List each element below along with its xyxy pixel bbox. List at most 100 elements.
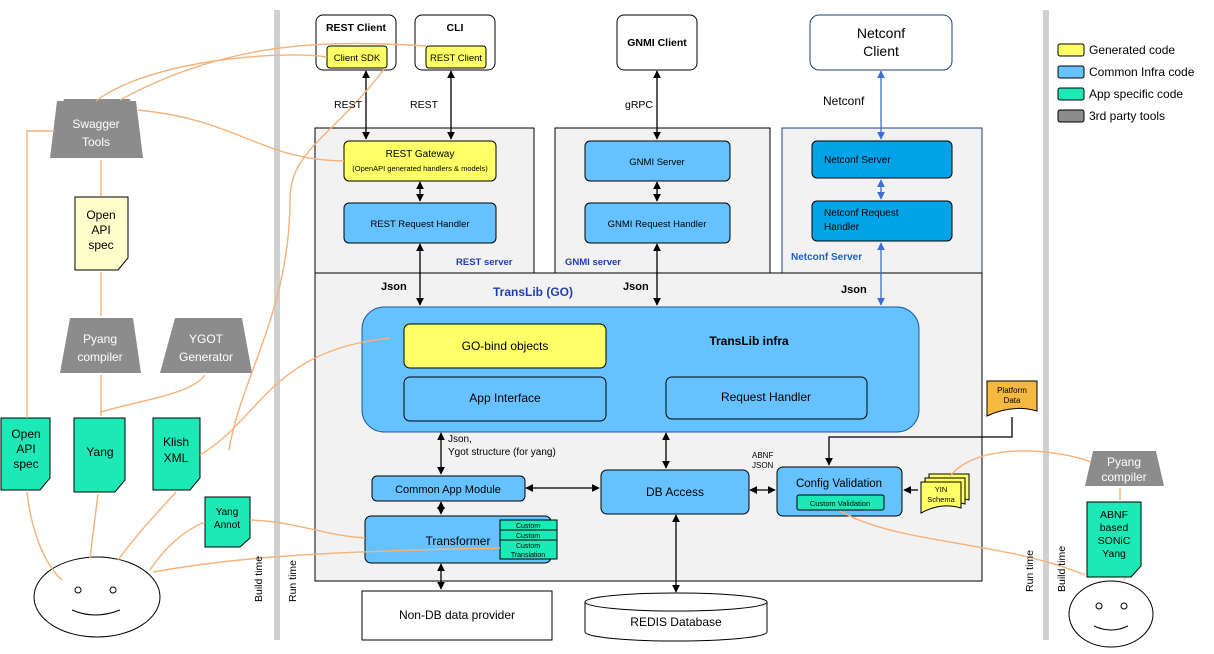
custom-label-2: Custom — [516, 533, 540, 540]
yang-annot-line1: Yang — [216, 507, 239, 518]
netconf-server-box — [811, 140, 953, 179]
gobind-objects-label: GO-bind objects — [462, 339, 549, 353]
openapi-line3: spec — [88, 238, 113, 252]
custom-translation-label: Translation — [511, 552, 545, 559]
gnmi-request-handler-label: GNMI Request Handler — [608, 219, 707, 230]
request-handler-box — [665, 376, 868, 420]
yang-label: Yang — [86, 445, 113, 459]
legend-label-app-specific: App specific code — [1089, 87, 1183, 101]
custom-label-1: Custom — [516, 523, 540, 530]
gnmi-client-title: GNMI Client — [627, 37, 687, 49]
run-time-right-label: Run time — [1024, 550, 1036, 592]
pyang-compiler-right — [1085, 451, 1164, 486]
klish-line1: Klish — [163, 435, 189, 449]
protocol-grpc: gRPC — [625, 99, 653, 111]
openapi-spec-doc — [74, 196, 129, 271]
yang-annot-line2: Annot — [214, 520, 240, 531]
pyang-right-line2: compiler — [1101, 470, 1146, 484]
cli-title: CLI — [447, 22, 464, 34]
json-label-2: Json — [623, 281, 649, 293]
netconf-request-handler-line1: Netconf Request — [824, 208, 899, 219]
rest-client-title: REST Client — [326, 22, 387, 34]
openapi2-line1: Open — [11, 427, 40, 441]
non-db-box — [361, 590, 553, 641]
legend-label-common-infra: Common Infra code — [1089, 65, 1195, 79]
json-small-label: JSON — [752, 461, 774, 470]
rest-request-handler-label: REST Request Handler — [370, 219, 469, 230]
transformer-label: Transformer — [426, 534, 491, 548]
protocol-rest-1: REST — [334, 99, 363, 111]
abnf-line2: based — [1100, 522, 1129, 534]
netconf-server-label: Netconf Server — [824, 155, 891, 166]
developer-face-left — [33, 556, 161, 638]
abnf-line1: ABNF — [1100, 509, 1128, 521]
build-time-left-label: Build time — [253, 556, 265, 602]
cli-rest-client-box — [425, 45, 487, 69]
swagger-line2: Tools — [82, 135, 110, 149]
gobind-objects-box — [403, 323, 607, 369]
rest-request-handler-box — [343, 202, 497, 244]
json-ygot-line2: Ygot structure (for yang) — [448, 447, 556, 458]
rest-gateway-sub: (OpenAPI generated handlers & models) — [352, 164, 488, 173]
openapi-spec-doc-2 — [0, 417, 51, 491]
abnf-line4: Yang — [1102, 548, 1126, 560]
platform-data-doc — [986, 380, 1038, 417]
legend-swatch-generated — [1057, 43, 1085, 57]
gnmi-request-handler-box — [584, 202, 731, 244]
developer-face-right — [1068, 580, 1154, 648]
separator-right — [1043, 10, 1049, 640]
netconf-client-box — [809, 14, 953, 71]
separator-left — [274, 10, 280, 640]
netconf-request-handler-line2: Handler — [824, 222, 860, 233]
custom-validation-label: Custom Validation — [810, 499, 870, 508]
non-db-label: Non-DB data provider — [399, 608, 515, 622]
pyang-right-line1: Pyang — [1107, 455, 1141, 469]
klish-line2: XML — [164, 451, 189, 465]
openapi2-line2: API — [16, 442, 35, 456]
legend-swatch-common-infra — [1057, 65, 1085, 79]
custom-validation-box — [796, 494, 885, 511]
abnf-sonic-yang-doc — [1086, 501, 1142, 578]
openapi-line2: API — [91, 223, 110, 237]
json-label-1: Json — [381, 281, 407, 293]
pyang-left-line1: Pyang — [83, 332, 117, 346]
json-label-3: Json — [841, 284, 867, 296]
redis-label: REDIS Database — [630, 615, 722, 629]
protocol-netconf: Netconf — [823, 94, 865, 108]
gnmi-client-box — [616, 14, 698, 71]
legend-swatch-app-specific — [1057, 87, 1085, 101]
yang-annot-doc — [204, 496, 251, 548]
redis-database — [584, 592, 768, 642]
pyang-compiler-left — [60, 318, 141, 373]
custom-box-3 — [499, 539, 558, 560]
translib-infra-label: TransLib infra — [709, 334, 789, 348]
yin-schema-doc — [920, 481, 962, 514]
legend-label-3rd-party: 3rd party tools — [1089, 109, 1165, 123]
app-interface-box — [403, 376, 607, 422]
netconf-client-line1: Netconf — [857, 25, 905, 41]
common-app-module-box — [371, 475, 526, 502]
abnf-label: ABNF — [752, 451, 773, 460]
custom-label-3: Custom — [516, 543, 540, 550]
pyang-left-line2: compiler — [77, 350, 122, 364]
ygot-generator — [160, 318, 252, 373]
swagger-line1: Swagger — [72, 117, 119, 131]
netconf-request-handler-box — [811, 200, 953, 242]
cli-rest-client-label: REST Client — [430, 53, 482, 64]
app-interface-label: App Interface — [469, 391, 541, 405]
connector-arrows — [362, 70, 1013, 593]
gnmi-server-box — [584, 140, 731, 182]
gnmi-server-label: GNMI Server — [629, 157, 684, 168]
openapi-line1: Open — [86, 208, 115, 222]
swagger-tools — [50, 101, 143, 158]
request-handler-label: Request Handler — [721, 390, 811, 404]
legend-label-generated: Generated code — [1089, 43, 1175, 57]
platform-data-line1: Platform — [997, 386, 1027, 395]
protocol-rest-2: REST — [410, 99, 439, 111]
abnf-line3: SONiC — [1098, 535, 1131, 547]
translib-title: TransLib (GO) — [493, 285, 573, 299]
common-app-module-label: Common App Module — [395, 484, 501, 496]
build-flow-curves — [26, 42, 1126, 581]
yin-label-2: Schema — [927, 495, 955, 504]
